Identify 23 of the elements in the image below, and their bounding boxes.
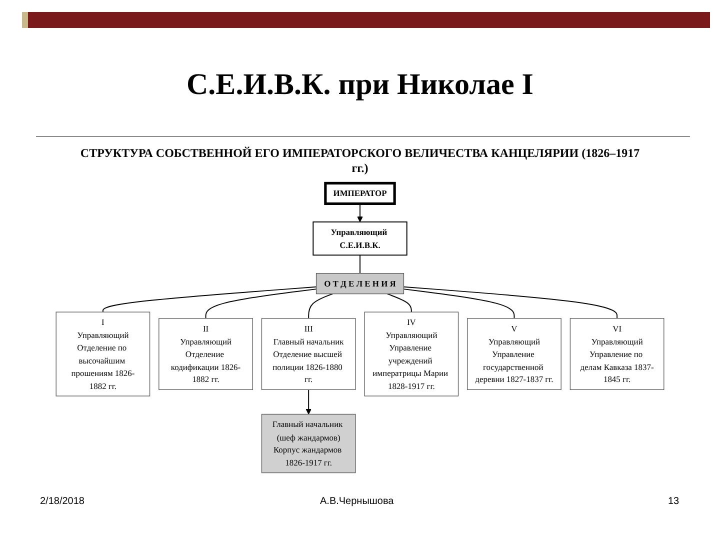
arrow	[306, 389, 312, 414]
node-box: Управляющий С.Е.И.В.К.	[312, 221, 408, 256]
connector	[102, 286, 317, 313]
connector	[205, 288, 317, 319]
connector	[403, 286, 618, 319]
node-box: ИМПЕРАТОР	[324, 182, 396, 205]
node-box: I Управляющий Отделение по высочайшим прошениям 1826-1882 гг.	[56, 312, 150, 396]
node-box: III Главный начальник Отделение высшей полиции 1826-1880 гг.	[261, 318, 356, 390]
node-box: О Т Д Е Л Е Н И Я	[316, 273, 404, 294]
page-number: 13	[668, 496, 680, 507]
arrow	[357, 203, 363, 222]
node-box: II Управляющий Отделение кодификации 1826-1882 гг.	[158, 318, 253, 390]
connector	[386, 293, 412, 313]
node-box: IV Управляющий Управление учреждений императрицы Марии 1828-1917 гг.	[364, 312, 459, 396]
node-box: V Управляющий Управление государственной деревни 1827-1837 гг.	[467, 318, 562, 390]
node-box: Главный начальник (шеф жандармов) Корпус жандармов 1826-1917 гг.	[261, 414, 356, 474]
diagram-heading: СТРУКТУРА СОБСТВЕННОЙ ЕГО ИМПЕРАТОРСКОГО ВЕЛИЧЕСТВА КАНЦЕЛЯРИИ (1826–1917 гг.)	[80, 146, 640, 176]
date-text: 2/18/2018	[40, 496, 84, 507]
node-box: VI Управляющий Управление по делам Кавказа 1837-1845 гг.	[570, 318, 664, 390]
author-text: А.В.Чернышова	[320, 496, 394, 507]
connector	[308, 293, 334, 319]
connector	[403, 288, 515, 319]
slide-title: С.Е.И.В.К. при Николае I	[186, 68, 534, 102]
